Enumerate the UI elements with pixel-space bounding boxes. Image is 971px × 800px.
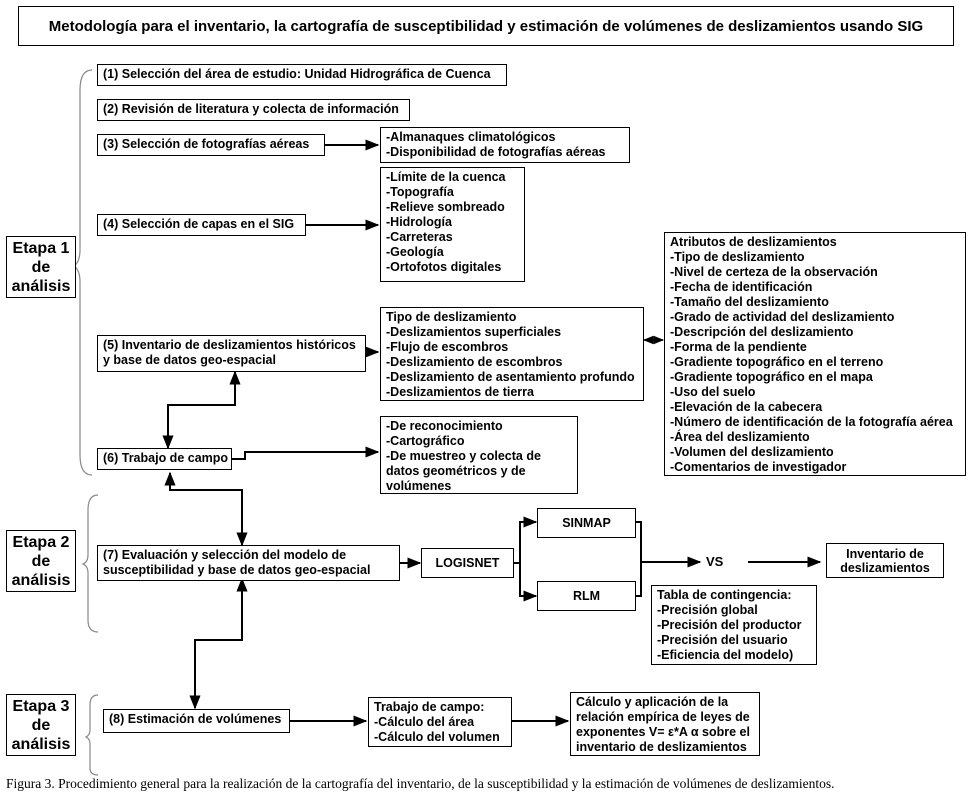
stage1-bracket [72,69,93,476]
landslide-inventory-box: Inventario de deslizamientos [826,543,944,578]
stage-1-label: Etapa 1 de análisis [6,236,76,298]
empirical-relation-box: Cálculo y aplicación de la relación empí… [570,692,760,756]
rlm-box: RLM [537,581,636,611]
step-4-box: (4) Selección de capas en el SIG [97,214,306,236]
diagram-title: Metodología para el inventario, la carto… [18,6,954,46]
contingency-table-box: Tabla de contingencia: -Precisión global… [651,585,817,665]
figure-caption: Figura 3. Procedimiento general para la … [6,776,835,791]
arrow-6-to-campo [232,446,380,460]
volume-fieldwork-box: Trabajo de campo: -Cálculo del área -Cál… [368,697,512,747]
arrow-6-to-5 [162,370,241,450]
stage-2-label: Etapa 2 de análisis [6,530,76,592]
step-5-box: (5) Inventario de deslizamientos históri… [97,335,366,372]
step-7-box: (7) Evaluación y selección del modelo de… [97,545,400,581]
fieldwork-list-box: -De reconocimiento -Cartográfico -De mue… [380,416,578,494]
climate-list-box: -Almanaques climatológicos -Disponibilid… [380,127,630,163]
gis-layers-list-box: -Límite de la cuenca -Topografía -Reliev… [380,167,525,282]
line-sinmap-join [636,521,642,597]
stage3-bracket [84,694,99,776]
logisnet-box: LOGISNET [421,548,514,578]
stage-3-label: Etapa 3 de análisis [6,694,76,756]
step-1-box: (1) Selección del área de estudio: Unida… [97,64,507,86]
step-6-box: (6) Trabajo de campo [97,448,232,470]
stage2-bracket [81,494,99,633]
arrow-7-to-8 [189,577,248,710]
arrow-logisnet-to-rlm [514,562,538,602]
step-3-box: (3) Selección de fotografías aéreas [97,134,325,156]
arrow-6-to-7 [164,471,248,547]
vs-label: VS [706,554,724,569]
sinmap-box: SINMAP [537,508,636,538]
arrow-logisnet-to-sinmap [514,516,538,564]
diagram-title-text: Metodología para el inventario, la carto… [48,17,924,35]
landslide-type-list-box: Tipo de deslizamiento -Deslizamientos su… [380,307,644,401]
attributes-list-box: Atributos de deslizamientos -Tipo de des… [664,232,966,476]
step-8-box: (8) Estimación de volúmenes [103,709,290,733]
step-2-box: (2) Revisión de literatura y colecta de … [97,99,410,121]
